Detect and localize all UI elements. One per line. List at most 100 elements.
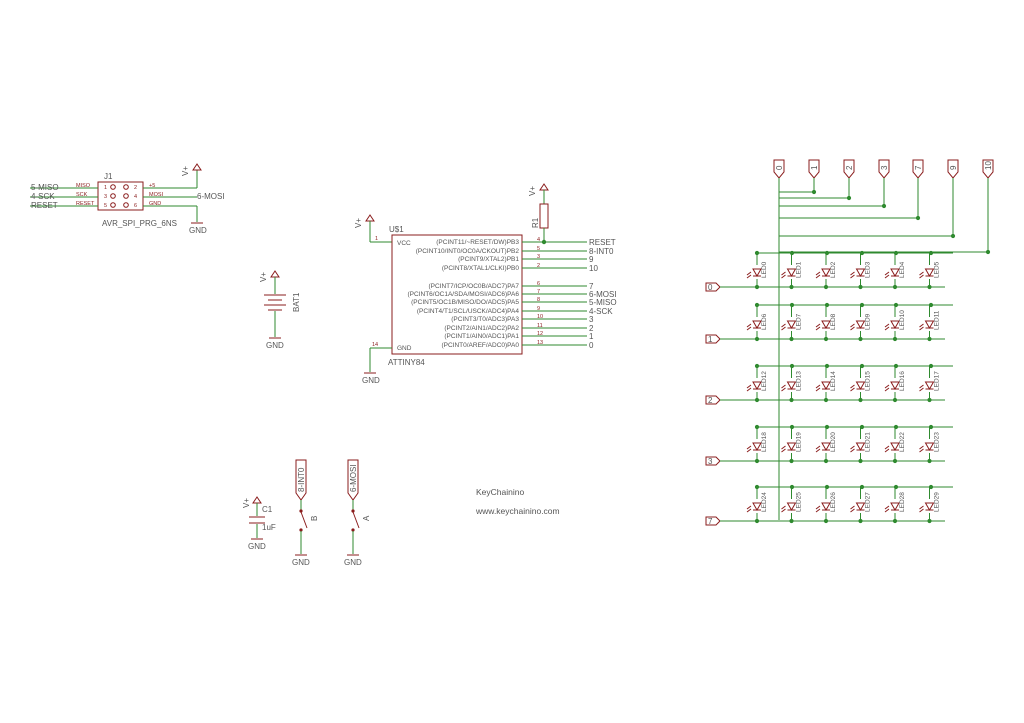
led-arrow	[850, 387, 855, 392]
row-net-label: 3	[708, 457, 713, 466]
mcu-pin-num: 5	[537, 246, 540, 252]
junction	[789, 518, 794, 524]
junction	[824, 363, 830, 369]
mcu-vcc-pin: VCC	[397, 240, 411, 247]
row-net-flag	[705, 456, 721, 466]
junction	[789, 336, 794, 342]
mcu-pin-net: 6-MOSI	[589, 290, 617, 299]
row-net-label: 2	[708, 396, 713, 405]
junction	[846, 195, 852, 201]
led-arrow	[850, 323, 855, 328]
switch-net-flag	[347, 459, 359, 501]
row-net-flag	[705, 395, 721, 405]
bat-vplus-symbol	[270, 270, 280, 278]
mcu-pin-name: (PCINT2/AIN1/ADC2)PA2	[444, 325, 519, 332]
mcu-pin-net: 2	[589, 324, 594, 333]
row-net-flag	[705, 516, 721, 526]
led-diode	[786, 381, 797, 391]
mcu-pin-name: (PCINT6/OC1A/SDA/MOSI/ADC6)PA6	[408, 291, 520, 298]
led-ref: LED27	[865, 492, 872, 512]
led-arrow	[850, 274, 855, 279]
mcu-pin-num: 7	[537, 289, 540, 295]
bat-gnd-label: GND	[266, 341, 284, 350]
switch-lever	[300, 511, 308, 529]
mcu-pin-net: 0	[589, 341, 594, 350]
mcu-pin-num: 13	[537, 340, 543, 346]
mcu-pin-net: 7	[589, 282, 594, 291]
junction	[928, 363, 934, 369]
col-net-label: 9	[949, 165, 958, 170]
led-ref: LED24	[761, 492, 768, 512]
led-diode	[855, 442, 866, 452]
junction	[892, 336, 898, 342]
junction	[823, 397, 829, 403]
j1-num-5: 5	[104, 203, 107, 209]
switch-gnd-label: GND	[292, 558, 310, 567]
led-diode	[924, 442, 935, 452]
junction	[754, 484, 760, 490]
col-net-flag	[773, 159, 785, 179]
junction	[823, 284, 829, 290]
led-diode	[855, 320, 866, 330]
led-arrow	[746, 448, 752, 453]
led-ref: LED0	[761, 261, 768, 278]
j1-part: AVR_SPI_PRG_6NS	[102, 219, 177, 228]
led-arrow	[781, 508, 786, 513]
j1-pin-miso: MISO	[76, 183, 91, 189]
led-ref: LED21	[865, 432, 872, 452]
led-arrow	[781, 445, 786, 450]
led-arrow	[746, 384, 752, 389]
led-arrow	[746, 274, 752, 279]
junction	[789, 424, 795, 430]
led-arrow	[850, 508, 855, 513]
junction	[893, 484, 899, 490]
led-diode	[786, 442, 797, 452]
row-net-label: 0	[708, 283, 713, 292]
mcu-gnd-num: 14	[372, 342, 378, 348]
junction	[893, 250, 899, 256]
mcu-vplus-label: V+	[354, 218, 363, 228]
c1-vplus-symbol	[252, 496, 262, 504]
junction	[859, 484, 865, 490]
mcu-pin-name: (PCINT5/OC1B/MISO/DO/ADC5)PA5	[411, 299, 519, 306]
led-arrow	[884, 505, 890, 510]
junction	[927, 458, 932, 464]
mcu-pin-net: 10	[589, 264, 598, 273]
led-ref: LED9	[865, 313, 872, 330]
junction	[928, 302, 934, 308]
led-diode	[924, 320, 935, 330]
mcu-ref: U$1	[389, 225, 404, 234]
led-diode	[821, 381, 831, 391]
led-ref: LED2	[830, 261, 837, 278]
mcu-pin-num: 2	[537, 263, 540, 269]
led-diode	[821, 320, 831, 330]
mcu-pin-name: (PCINT8/XTAL1/CLKI)PB0	[442, 265, 520, 272]
led-arrow	[850, 384, 855, 389]
led-diode	[890, 442, 900, 452]
led-arrow	[919, 274, 924, 279]
capacitor-c1: V+ C1 1uF GND	[242, 496, 276, 551]
mcu-gnd-pin: GND	[397, 345, 412, 352]
mcu-pin-num: 4	[537, 237, 540, 243]
junction	[789, 302, 795, 308]
led-arrow	[884, 274, 890, 279]
led-arrow	[781, 274, 786, 279]
j1-num-3: 3	[104, 194, 107, 200]
mcu-pin-name: (PCINT11/~RESET/DW)PB3	[436, 239, 519, 246]
led-ref: LED25	[796, 492, 803, 512]
led-arrow	[850, 445, 855, 450]
led-arrow	[815, 384, 821, 389]
led-arrow	[815, 323, 821, 328]
mcu-pin-num: 3	[537, 254, 540, 260]
led-ref: LED28	[899, 492, 906, 512]
switch-contact	[351, 509, 355, 513]
led-diode	[786, 502, 797, 512]
led-ref: LED19	[796, 432, 803, 452]
j1-mosi-net: 6-MOSI	[197, 192, 225, 201]
j1-pin-5v: +5	[149, 183, 155, 189]
row-net-flag	[705, 334, 721, 344]
led-diode	[890, 320, 900, 330]
